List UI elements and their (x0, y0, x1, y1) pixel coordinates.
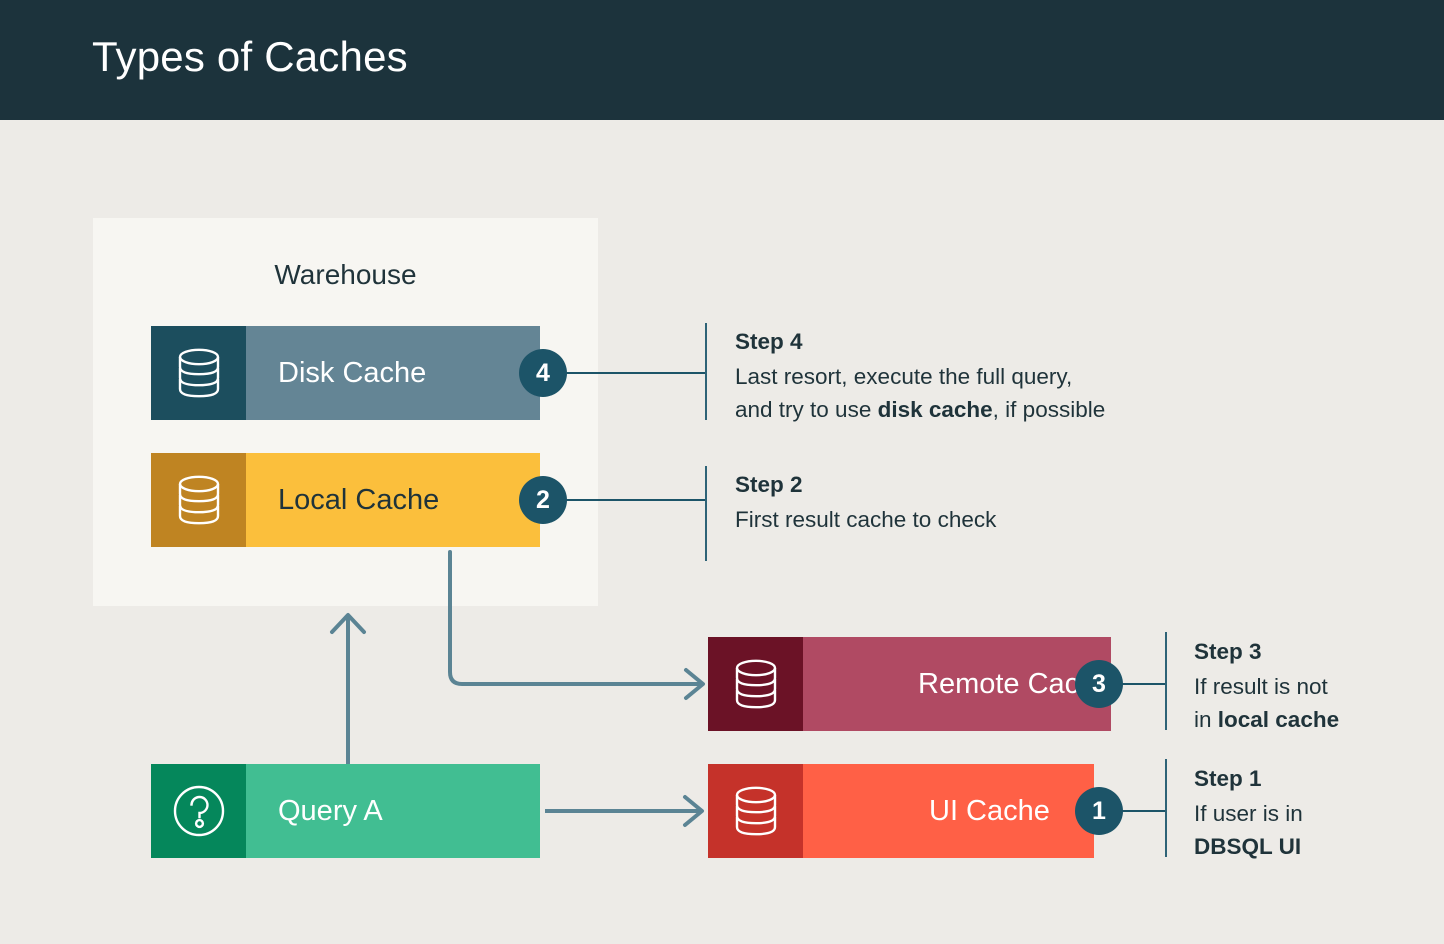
leader-line-step-3 (1122, 683, 1166, 685)
database-icon (151, 326, 246, 420)
step-4-line-2-bold: disk cache (877, 397, 993, 422)
step-4-heading: Step 4 (735, 329, 803, 354)
step-3-line-1: If result is not (1194, 674, 1328, 699)
node-ui-cache-body: UI Cache (803, 764, 1094, 858)
arrow-query-to-warehouse (330, 613, 366, 764)
node-remote-cache-body: Remote Cache (803, 637, 1112, 731)
step-badge-2[interactable]: 2 (519, 476, 567, 524)
step-3-line-2-bold: local cache (1217, 707, 1340, 732)
leader-line-step-1 (1122, 810, 1166, 812)
node-query-a-body: Query A (246, 764, 540, 858)
node-local-cache[interactable]: Local Cache (151, 453, 540, 547)
step-3-line-2: in local cache (1194, 703, 1434, 736)
step-1-line-2-bold: DBSQL UI (1194, 834, 1302, 859)
node-query-a-label: Query A (278, 794, 383, 827)
leader-line-step-2 (566, 499, 706, 501)
step-4-line-2: and try to use disk cache, if possible (735, 393, 1235, 426)
step-2-heading: Step 2 (735, 472, 803, 497)
database-icon (151, 453, 246, 547)
arrow-query-to-ui (545, 795, 704, 827)
elbow-local-cache-to-remote-cache (448, 550, 705, 700)
step-4-line-2-suffix: , if possible (992, 397, 1106, 422)
node-remote-cache[interactable]: Remote Cache (708, 637, 1112, 731)
step-1-line-2: DBSQL UI (1194, 830, 1434, 863)
step-4-line-2-prefix: and try to use (735, 397, 878, 422)
step-3-heading: Step 3 (1194, 639, 1262, 664)
node-local-cache-label: Local Cache (278, 483, 440, 516)
tick-bar-step-3 (1165, 632, 1167, 730)
step-badge-3[interactable]: 3 (1075, 660, 1123, 708)
step-1-heading: Step 1 (1194, 766, 1262, 791)
page-title: Types of Caches (92, 33, 408, 80)
step-2-line-1: First result cache to check (735, 507, 997, 532)
step-2-description: Step 2 First result cache to check (735, 468, 1235, 536)
node-query-a[interactable]: Query A (151, 764, 540, 858)
warehouse-label: Warehouse (274, 259, 417, 290)
node-disk-cache-label: Disk Cache (278, 356, 427, 389)
leader-line-step-4 (566, 372, 706, 374)
database-icon (708, 637, 803, 731)
step-badge-1[interactable]: 1 (1075, 787, 1123, 835)
step-badge-4[interactable]: 4 (519, 349, 567, 397)
step-4-line-1: Last resort, execute the full query, (735, 364, 1073, 389)
tick-bar-step-2 (705, 466, 707, 561)
step-4-description: Step 4 Last resort, execute the full que… (735, 325, 1235, 426)
node-remote-cache-label: Remote Cache (918, 667, 1112, 700)
database-icon (708, 764, 803, 858)
node-disk-cache-body: Disk Cache (246, 326, 540, 420)
step-3-description: Step 3 If result is not in local cache (1194, 635, 1434, 736)
node-local-cache-body: Local Cache (246, 453, 540, 547)
step-3-line-2-prefix: in (1194, 707, 1218, 732)
node-disk-cache[interactable]: Disk Cache (151, 326, 540, 420)
tick-bar-step-1 (1165, 759, 1167, 857)
node-ui-cache-label: UI Cache (929, 794, 1050, 827)
step-1-line-1: If user is in (1194, 801, 1303, 826)
step-1-description: Step 1 If user is in DBSQL UI (1194, 762, 1434, 863)
tick-bar-step-4 (705, 323, 707, 420)
node-ui-cache[interactable]: UI Cache (708, 764, 1094, 858)
header-bar (0, 0, 1444, 120)
question-mark-circle-icon (151, 764, 246, 858)
